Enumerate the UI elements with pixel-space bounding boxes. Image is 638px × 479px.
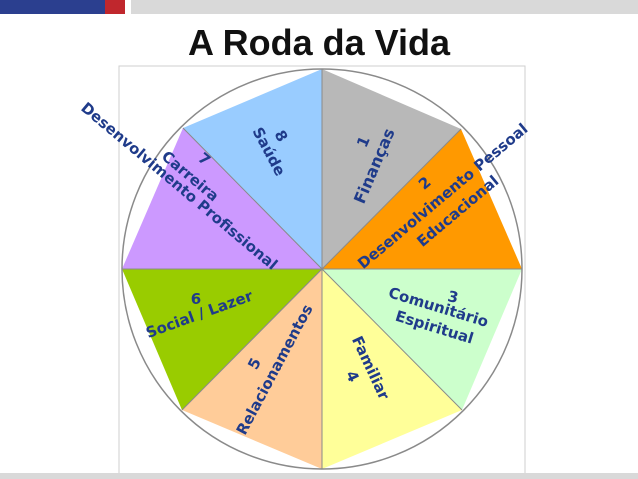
segment-4-familiar: [322, 269, 462, 469]
top-decoration-bar: [0, 0, 638, 14]
wheel-slices: [122, 69, 522, 469]
segment-1-financas: [322, 69, 461, 269]
segment-3-number: 3: [446, 287, 460, 307]
segment-6-social-lazer: [122, 269, 322, 410]
segment-5-relacionamentos: [182, 269, 322, 469]
segment-8-saude: [183, 69, 322, 269]
top-bar-gray-segment: [131, 0, 638, 14]
segment-2-desenvolvimento-pessoal: [322, 129, 522, 269]
bottom-decoration-bar: [0, 473, 638, 479]
segment-7-carreira: [122, 128, 322, 269]
segment-3-comunitario-espiritual: [322, 269, 522, 410]
slide-title: A Roda da Vida: [187, 22, 451, 63]
top-bar-blue-segment: [0, 0, 105, 14]
top-bar-red-segment: [105, 0, 125, 14]
segment-6-number: 6: [191, 290, 201, 308]
wheel-dividers: [122, 69, 522, 469]
